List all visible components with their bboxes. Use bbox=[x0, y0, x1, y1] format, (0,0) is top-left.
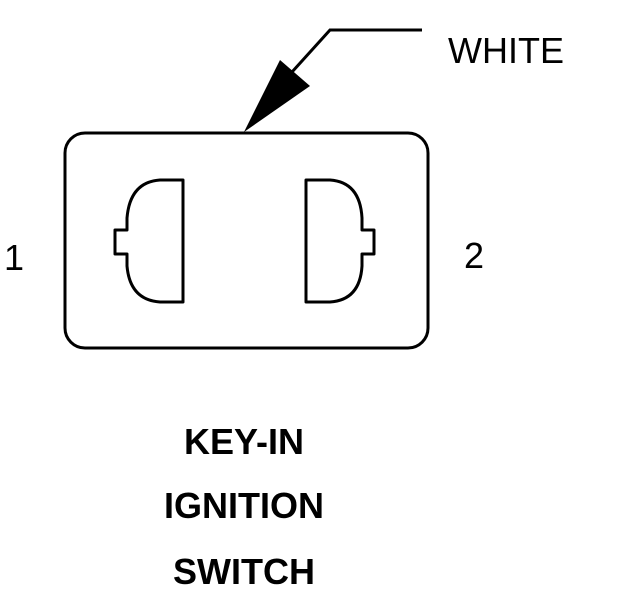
connector-housing bbox=[63, 131, 430, 350]
component-title-line-1: KEY-IN bbox=[183, 421, 305, 462]
leader-line bbox=[290, 28, 422, 74]
terminal-cavity-1 bbox=[113, 178, 185, 304]
component-title-line-3: SWITCH bbox=[173, 551, 315, 592]
pin-label-1: 1 bbox=[4, 237, 25, 278]
terminal-cavity-2 bbox=[304, 178, 376, 304]
arrowhead bbox=[244, 60, 310, 132]
wire-color-label: WHITE bbox=[448, 30, 564, 71]
component-title-line-2: IGNITION bbox=[164, 485, 324, 526]
pin-label-2: 2 bbox=[464, 235, 485, 276]
